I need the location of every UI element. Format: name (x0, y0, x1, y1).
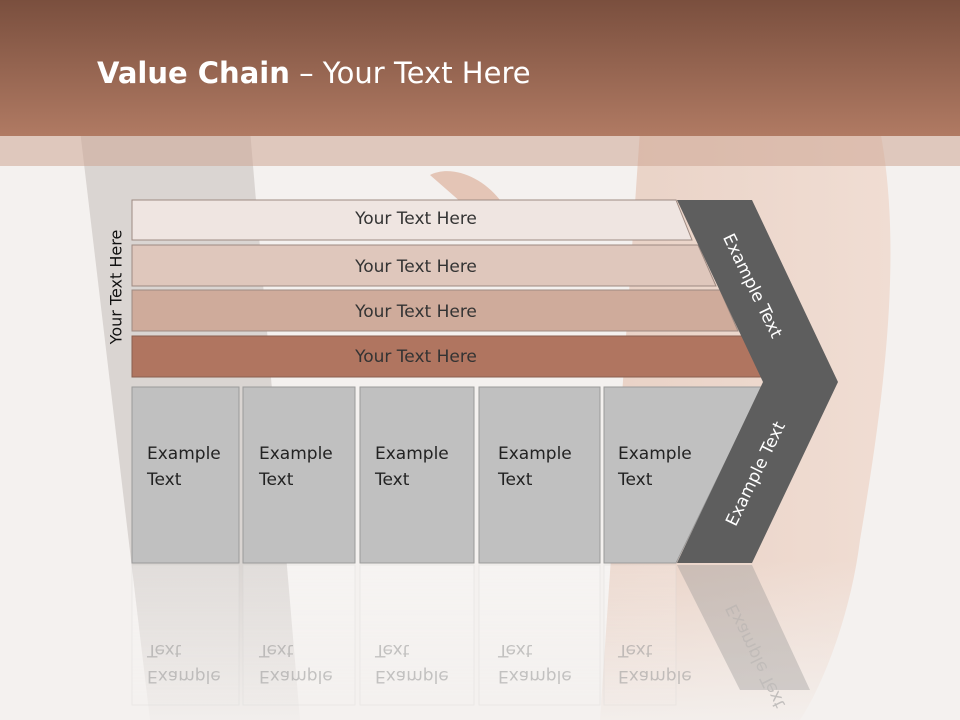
row-label-4: Your Text Here (354, 347, 477, 367)
row-label-1: Your Text Here (354, 209, 477, 229)
reflected-text-2a: Example (259, 666, 333, 686)
reflected-text-3b: Text (374, 640, 410, 660)
chevron-shape (677, 200, 838, 563)
column-text-5b: Text (617, 470, 653, 490)
column-text-2a: Example (259, 444, 333, 464)
reflected-text-1b: Text (146, 640, 182, 660)
column-reflection-5 (603, 564, 677, 706)
row-bar-3 (131, 289, 739, 332)
header-band (0, 0, 960, 136)
reflected-text-1a: Example (147, 666, 221, 686)
column-box-3 (359, 386, 475, 564)
slide-title: Value Chain – Your Text Here (97, 56, 531, 90)
column-text-4a: Example (498, 444, 572, 464)
reflected-text-3a: Example (375, 666, 449, 686)
column-box-5 (603, 386, 763, 564)
chevron-reflection (677, 565, 810, 690)
column-text-2b: Text (258, 470, 294, 490)
row-bar-2 (131, 244, 717, 287)
reflected-text-4a: Example (498, 666, 572, 686)
title-rest: – Your Text Here (289, 56, 531, 90)
column-reflection-4 (478, 564, 601, 706)
row-label-3: Your Text Here (354, 302, 477, 322)
row-bar-1 (131, 199, 693, 241)
column-text-4b: Text (497, 470, 533, 490)
column-box-1 (131, 386, 240, 564)
reflected-text-5a: Example (618, 666, 692, 686)
header-strip (0, 136, 960, 166)
column-text-3a: Example (375, 444, 449, 464)
title-bold: Value Chain (97, 56, 290, 90)
column-text-5a: Example (618, 444, 692, 464)
column-reflection-3 (359, 564, 475, 706)
rows-group: Your Text Here Your Text Here Your Text … (131, 199, 763, 378)
row-label-2: Your Text Here (354, 257, 477, 277)
columns-group: Example Text Example Text Example Text E… (131, 386, 763, 564)
reflected-text-5b: Text (617, 640, 653, 660)
reflected-text-4b: Text (497, 640, 533, 660)
column-text-1b: Text (146, 470, 182, 490)
column-box-4 (478, 386, 601, 564)
column-reflection-1 (131, 564, 240, 706)
reflection-group: Example Text Example Text Example Text E… (131, 564, 810, 712)
reflected-text-2b: Text (258, 640, 294, 660)
column-text-3b: Text (374, 470, 410, 490)
column-reflection-2 (242, 564, 356, 706)
column-box-2 (242, 386, 356, 564)
column-text-1a: Example (147, 444, 221, 464)
